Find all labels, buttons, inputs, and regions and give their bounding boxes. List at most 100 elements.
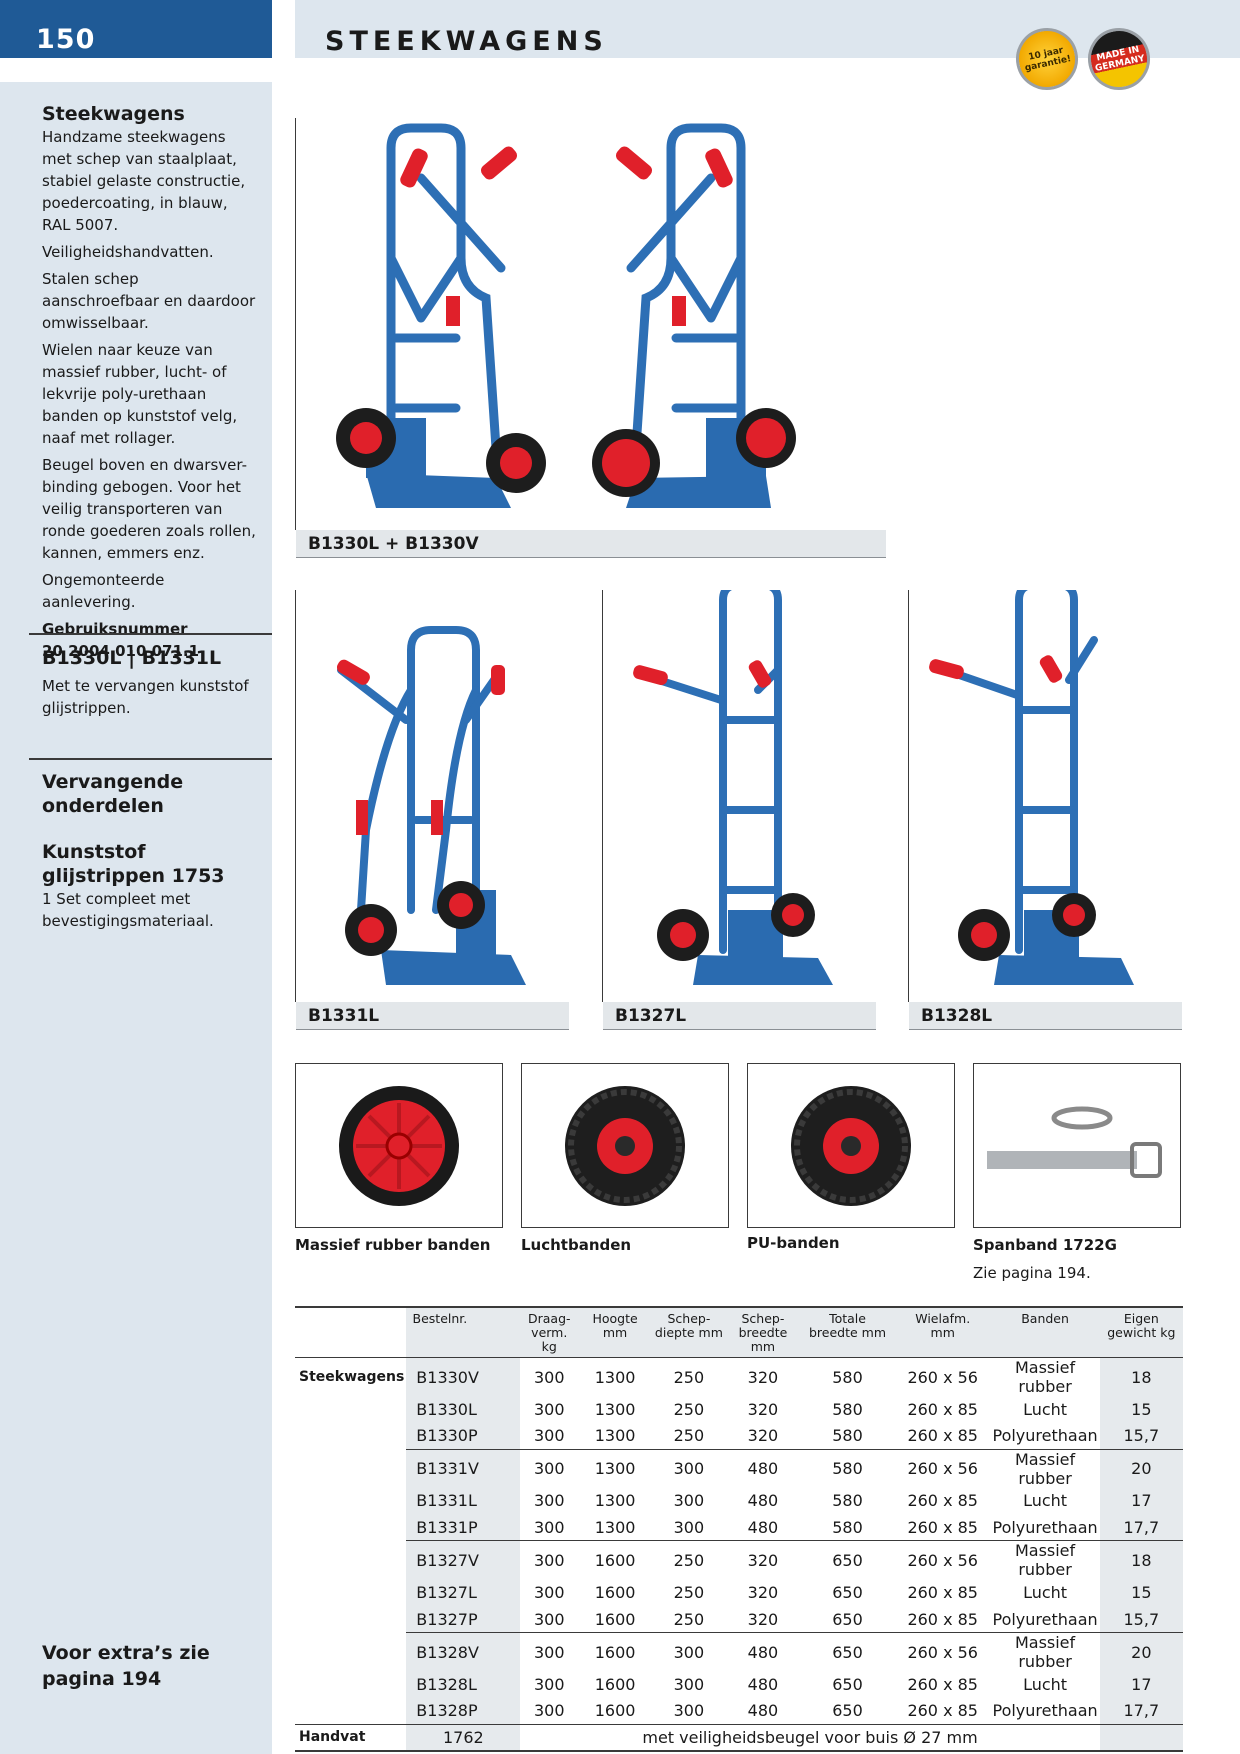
table-cell: 250	[652, 1540, 726, 1580]
table-cell: Polyurethaan	[992, 1517, 1098, 1537]
table-cell: 1300	[594, 1426, 636, 1446]
table-cell: 1600	[578, 1632, 653, 1672]
product-photo-b1330	[295, 118, 886, 530]
pneumatic-wheel-icon	[565, 1085, 685, 1206]
row-category	[295, 1697, 407, 1725]
extras-note: Voor extra’s zie pagina 194	[42, 1642, 210, 1690]
table-cell: 480	[747, 1674, 779, 1694]
table-cell: 17	[1099, 1671, 1183, 1698]
usage-number: 20 2004 010 071.1	[42, 642, 200, 660]
table-cell: 260 x 85	[907, 1583, 978, 1603]
row-category	[295, 1514, 407, 1541]
strips-heading: Kunststof glijstrippen 1753	[42, 841, 225, 887]
table-cell: 650	[832, 1609, 863, 1629]
table-cell: 1600	[578, 1540, 653, 1580]
table-cell: 1300	[594, 1399, 636, 1419]
intro-paragraph: Veiligheidshandvatten.	[42, 243, 214, 261]
table-cell: Lucht	[1023, 1674, 1068, 1694]
order-number-cell: B1328L	[406, 1671, 521, 1698]
order-number-cell: B1327P	[406, 1605, 521, 1633]
strap-icon	[987, 1106, 1162, 1178]
table-cell: 260 x 85	[907, 1674, 978, 1694]
row-category: Steekwagens	[295, 1357, 407, 1396]
trolley-illustration	[929, 590, 1134, 985]
order-number-cell: B1331P	[406, 1514, 521, 1541]
table-cell: 300	[533, 1609, 565, 1629]
table-cell: 260 x 56	[894, 1632, 991, 1672]
table-header	[473, 1307, 521, 1358]
product-photo-b1331l	[295, 590, 569, 1002]
row-category	[295, 1487, 407, 1515]
table-cell: 250	[673, 1399, 705, 1419]
table-cell: 580	[800, 1357, 895, 1396]
table-cell: 650	[800, 1632, 895, 1672]
row-category	[295, 1540, 407, 1580]
table-cell: 20	[1099, 1448, 1183, 1488]
table-cell: Massief rubber	[990, 1448, 1100, 1488]
table-header-blank	[295, 1307, 407, 1358]
row-category	[295, 1449, 407, 1488]
order-number-cell: B1331L	[406, 1487, 521, 1515]
order-number-cell: B1330P	[406, 1422, 521, 1450]
table-cell: Massief rubber	[990, 1357, 1100, 1396]
table-cell: 260 x 85	[907, 1609, 978, 1629]
table-cell: 300	[673, 1674, 705, 1694]
solid-rubber-wheel-icon	[339, 1085, 459, 1206]
accessory-thumb-pu	[747, 1063, 955, 1228]
table-cell: 320	[747, 1583, 779, 1603]
page-number: 150	[36, 24, 96, 55]
table-cell: 260 x 56	[894, 1357, 991, 1396]
table-cell: 15,7	[1099, 1605, 1183, 1633]
table-header: Banden	[990, 1307, 1100, 1358]
accessory-label: PU-banden	[747, 1234, 840, 1252]
models-heading: B1330L | B1331L	[42, 647, 222, 669]
order-number-cell: B1327L	[406, 1579, 521, 1606]
table-cell: 1300	[594, 1517, 636, 1537]
table-cell	[1099, 1723, 1183, 1752]
table-cell: 320	[725, 1540, 801, 1580]
table-cell: 18	[1099, 1357, 1183, 1396]
pu-wheel-icon	[791, 1085, 911, 1206]
table-header: Draag-verm. kg	[520, 1307, 579, 1358]
table-cell: 300	[533, 1583, 565, 1603]
table-cell: 260 x 85	[907, 1701, 978, 1721]
table-cell: 580	[832, 1399, 863, 1419]
intro-paragraph: Stalen schep aanschroefbaar en daardoor …	[42, 270, 256, 332]
table-cell: 1600	[594, 1583, 636, 1603]
table-cell: 300	[673, 1701, 705, 1721]
table-cell: 320	[725, 1357, 801, 1396]
row-category: Handvat	[295, 1723, 407, 1752]
accessory-label: Luchtbanden	[521, 1236, 632, 1254]
order-number-cell: B1331V	[406, 1448, 521, 1488]
handle-description: met veiligheidsbeugel voor buis Ø 27 mm	[520, 1723, 1100, 1752]
table-cell: 580	[832, 1491, 863, 1511]
table-cell: 250	[652, 1357, 726, 1396]
accessory-label: Spanband 1722G	[973, 1236, 1117, 1254]
table-cell: 1300	[578, 1357, 653, 1396]
table-cell: 480	[747, 1491, 779, 1511]
table-cell: 18	[1099, 1540, 1183, 1580]
table-cell: Massief rubber	[990, 1540, 1100, 1580]
table-cell: 1300	[578, 1448, 653, 1488]
accessory-thumb-strap	[973, 1063, 1181, 1228]
table-cell: Lucht	[1023, 1491, 1068, 1511]
table-cell: 20	[1099, 1632, 1183, 1672]
table-cell: 300	[673, 1491, 705, 1511]
accessory-thumb-pneumatic	[521, 1063, 729, 1228]
divider	[29, 633, 272, 635]
order-number-cell: B1330V	[406, 1357, 521, 1396]
table-cell: Lucht	[1023, 1399, 1068, 1419]
order-number-cell: B1328V	[406, 1632, 521, 1672]
